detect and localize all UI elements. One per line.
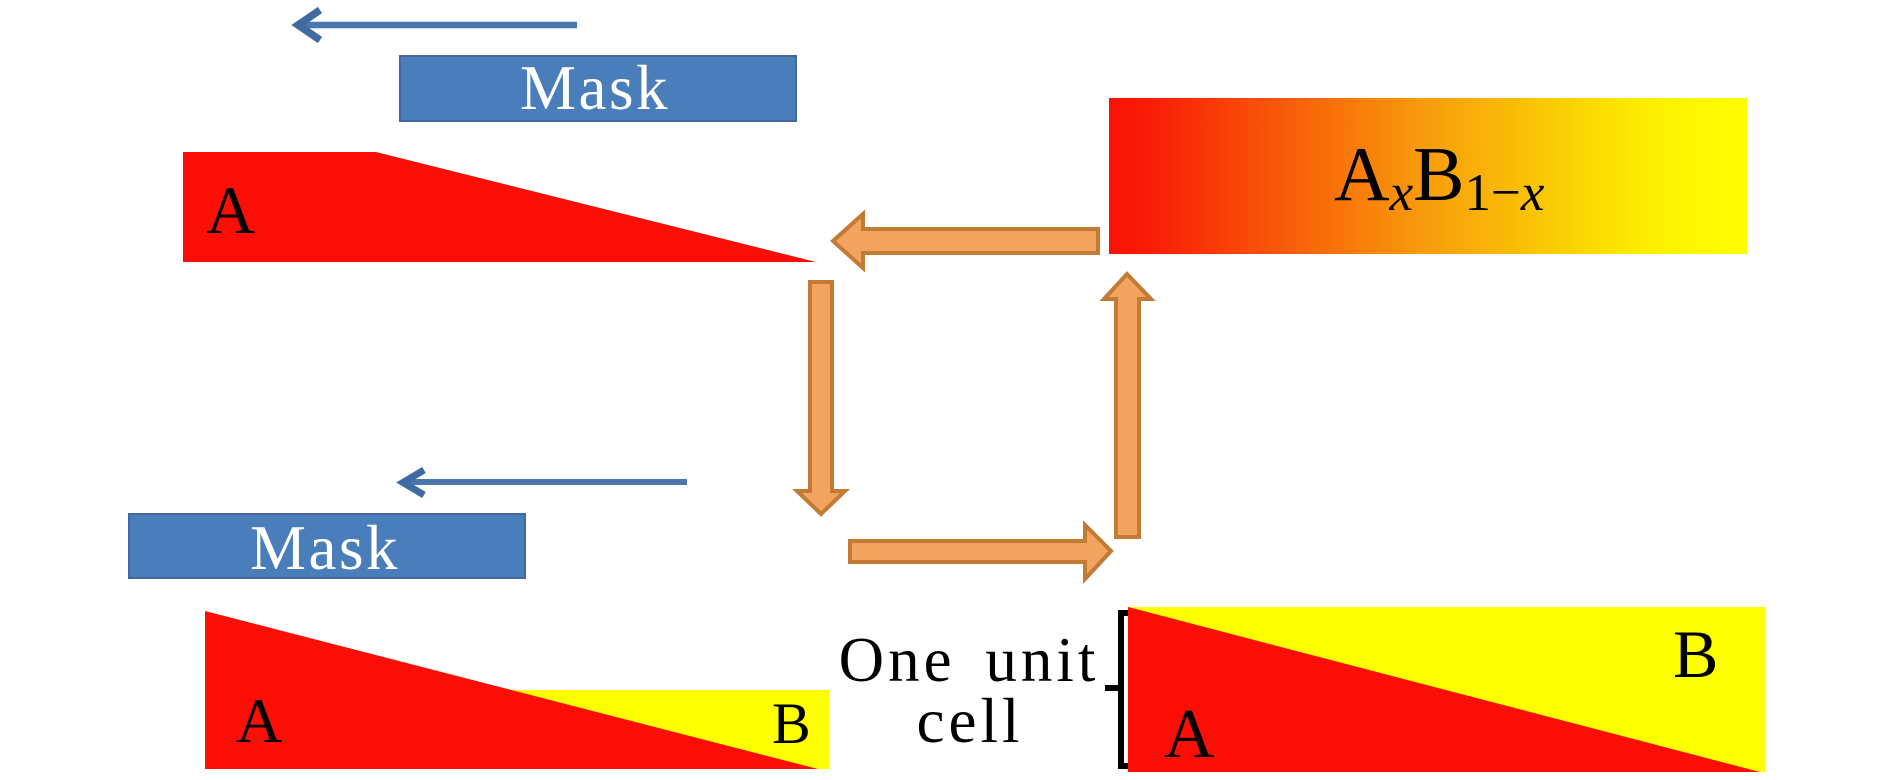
svg-text:Mask: Mask xyxy=(250,513,400,583)
svg-text:A: A xyxy=(206,172,255,248)
svg-text:One unit: One unit xyxy=(839,625,1100,695)
svg-text:A: A xyxy=(236,685,282,756)
svg-text:A: A xyxy=(1164,696,1215,773)
svg-text:Mask: Mask xyxy=(520,53,670,123)
svg-text:B: B xyxy=(772,691,811,756)
svg-text:AxB1−x: AxB1−x xyxy=(1334,131,1545,222)
svg-text:B: B xyxy=(1673,616,1718,692)
svg-text:cell: cell xyxy=(917,686,1024,756)
